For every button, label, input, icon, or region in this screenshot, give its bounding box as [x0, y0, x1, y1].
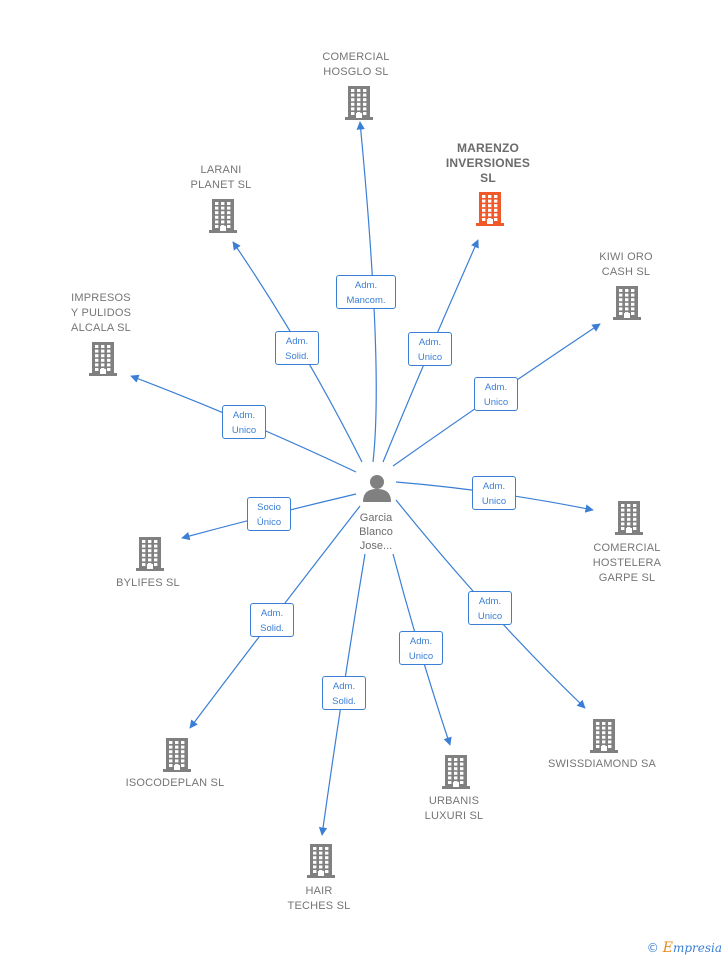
- role-badge: Adm. Solid.: [250, 603, 294, 637]
- company-label-comercial-hostelera[interactable]: COMERCIAL HOSTELERA GARPE SL: [592, 542, 662, 584]
- company-label-hair[interactable]: HAIR TECHES SL: [287, 885, 351, 912]
- role-badge: Adm. Unico: [474, 377, 518, 411]
- role-badge: Adm. Unico: [468, 591, 512, 625]
- edge-comercial-hosglo: [356, 121, 377, 463]
- company-label-comercial-hosglo[interactable]: COMERCIAL HOSGLO SL: [322, 51, 390, 78]
- company-label-bylifes[interactable]: BYLIFES SL: [116, 577, 180, 589]
- company-label-marenzo[interactable]: MARENZO INVERSIONES SL: [445, 141, 531, 185]
- brand-name: mpresia: [672, 941, 722, 955]
- building-icon[interactable]: [609, 497, 649, 537]
- brand-initial: E: [662, 940, 673, 956]
- building-icon[interactable]: [584, 715, 624, 755]
- role-badge: Adm. Unico: [222, 405, 266, 439]
- role-badge: Adm. Solid.: [322, 676, 366, 710]
- building-icon[interactable]: [203, 195, 243, 235]
- building-icon[interactable]: [157, 734, 197, 774]
- person-icon[interactable]: [363, 475, 391, 502]
- role-badge: Adm. Unico: [399, 631, 443, 665]
- building-icon[interactable]: [607, 282, 647, 322]
- company-label-kiwi[interactable]: KIWI ORO CASH SL: [599, 251, 653, 278]
- building-icon[interactable]: [436, 751, 476, 791]
- company-label-isocodeplan[interactable]: ISOCODEPLAN SL: [125, 777, 225, 789]
- role-badge: Adm. Unico: [472, 476, 516, 510]
- building-icon[interactable]: [339, 82, 379, 122]
- role-badge: Adm. Solid.: [275, 331, 319, 365]
- role-badge: Socio Único: [247, 497, 291, 531]
- company-label-larani[interactable]: LARANI PLANET SL: [190, 164, 252, 191]
- copyright-symbol: ©: [646, 941, 659, 955]
- company-label-impresos[interactable]: IMPRESOS Y PULIDOS ALCALA SL: [70, 292, 132, 334]
- brand-footer: ©Empresia: [647, 940, 722, 956]
- person-name-label[interactable]: Garcia Blanco Jose...: [359, 512, 393, 552]
- building-icon[interactable]: [130, 533, 170, 573]
- role-badge: Adm. Mancom.: [336, 275, 396, 309]
- building-icon[interactable]: [470, 188, 510, 228]
- company-label-urbanis[interactable]: URBANIS LUXURI SL: [424, 795, 484, 822]
- building-icon[interactable]: [83, 338, 123, 378]
- role-badge: Adm. Unico: [408, 332, 452, 366]
- building-icon[interactable]: [301, 840, 341, 880]
- company-label-swissdiamond[interactable]: SWISSDIAMOND SA: [547, 758, 657, 770]
